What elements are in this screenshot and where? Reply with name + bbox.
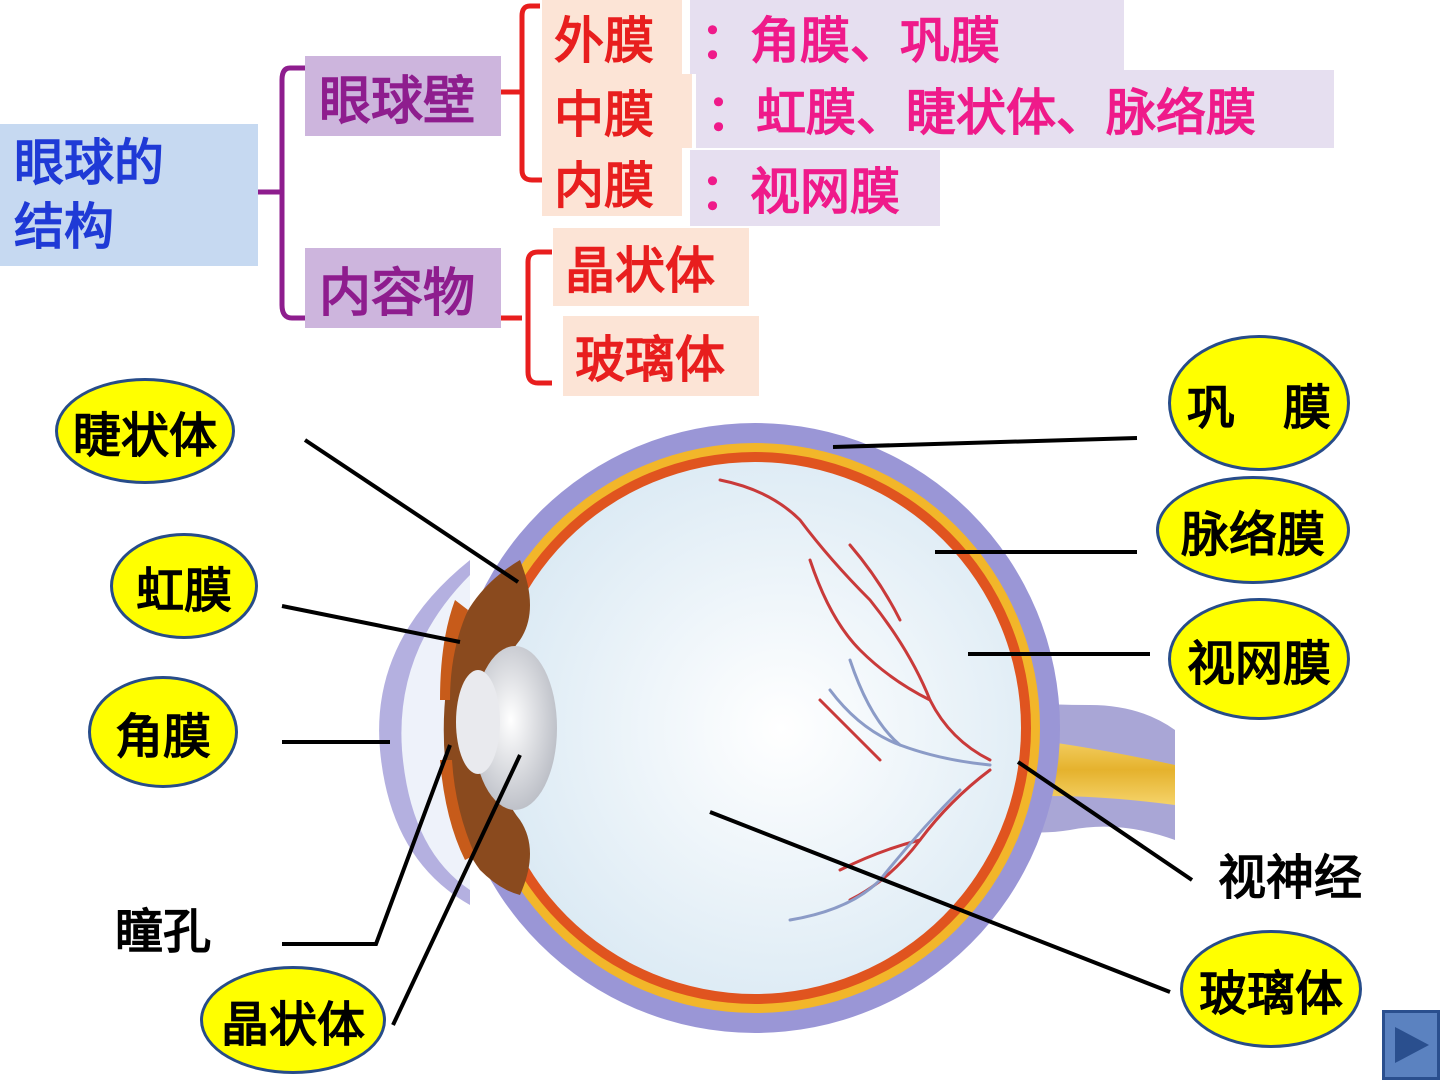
label-lens: 晶状体 xyxy=(200,966,386,1074)
title-box: 眼球的 结构 xyxy=(0,124,258,266)
title-line-1: 眼球的 xyxy=(14,134,164,192)
label-vitreous-body: 玻璃体 xyxy=(1180,930,1362,1048)
inner-layer-detail: ：视网膜 xyxy=(700,163,900,221)
eyeball-wall-box: 眼球壁 xyxy=(305,56,501,136)
label-sclera-text: 巩 膜 xyxy=(1186,380,1331,436)
outer-layer-box: 外膜 xyxy=(542,0,682,74)
label-choroid: 脉络膜 xyxy=(1156,476,1350,584)
vitreous-content-label: 玻璃体 xyxy=(575,331,725,389)
label-retina: 视网膜 xyxy=(1168,598,1350,720)
middle-layer-detail-box: ：虹膜、睫状体、脉络膜 xyxy=(696,70,1334,148)
label-choroid-text: 脉络膜 xyxy=(1180,507,1325,563)
inner-layer-label: 内膜 xyxy=(554,157,654,215)
outer-layer-label: 外膜 xyxy=(554,12,654,70)
inner-layer-box: 内膜 xyxy=(542,148,682,216)
label-cornea: 角膜 xyxy=(88,676,238,788)
next-slide-button[interactable] xyxy=(1382,1010,1440,1080)
label-retina-text: 视网膜 xyxy=(1186,636,1331,692)
middle-layer-label: 中膜 xyxy=(554,86,654,144)
title-line-2: 结构 xyxy=(14,198,114,256)
label-ciliary-body: 睫状体 xyxy=(55,378,235,484)
label-ciliary-body-text: 睫状体 xyxy=(72,408,217,464)
outer-layer-detail: ：角膜、巩膜 xyxy=(700,12,1000,70)
inner-layer-detail-box: ：视网膜 xyxy=(690,150,940,226)
label-cornea-text: 角膜 xyxy=(114,709,211,765)
contents-label: 内容物 xyxy=(319,263,476,324)
lens-content-box: 晶状体 xyxy=(553,228,749,306)
leader-lines xyxy=(281,436,1194,1026)
label-iris-text: 虹膜 xyxy=(135,563,232,619)
label-iris: 虹膜 xyxy=(110,533,258,639)
label-pupil: 瞳孔 xyxy=(115,904,212,960)
vitreous-content-box: 玻璃体 xyxy=(563,316,759,396)
structure-brackets xyxy=(258,3,552,386)
outer-layer-detail-box: ：角膜、巩膜 xyxy=(690,0,1124,74)
middle-layer-detail: ：虹膜、睫状体、脉络膜 xyxy=(706,84,1256,142)
label-optic-nerve: 视神经 xyxy=(1218,850,1363,906)
contents-box: 内容物 xyxy=(305,248,501,328)
label-lens-text: 晶状体 xyxy=(220,997,365,1053)
eyeball-wall-label: 眼球壁 xyxy=(319,71,476,132)
play-next-icon xyxy=(1395,1027,1429,1063)
vitreous-body-shape xyxy=(489,462,1021,994)
lens-content-label: 晶状体 xyxy=(565,242,715,300)
label-vitreous-body-text: 玻璃体 xyxy=(1198,966,1343,1022)
label-sclera: 巩 膜 xyxy=(1168,335,1350,471)
middle-layer-box: 中膜 xyxy=(542,74,692,148)
